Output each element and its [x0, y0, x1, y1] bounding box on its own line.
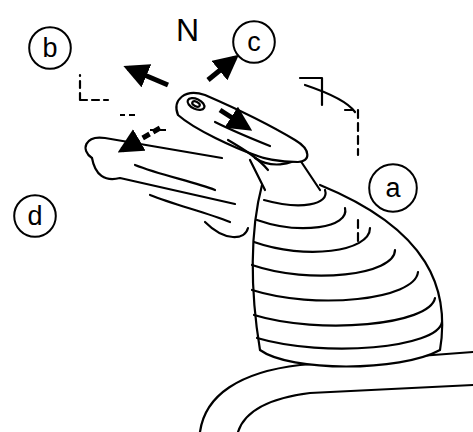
callout-circle: b: [28, 26, 72, 70]
finger: [205, 222, 248, 237]
direction-label: N: [176, 14, 199, 46]
grip-knob: [177, 93, 308, 162]
direction-arrow: [122, 128, 160, 150]
boot-fold: [257, 322, 442, 349]
direction-arrow: [128, 68, 168, 85]
finger: [92, 158, 235, 204]
boot-fold: [254, 298, 435, 326]
callout-letter: d: [27, 203, 42, 230]
boot-fold: [252, 250, 395, 276]
direction-arrow: [220, 110, 248, 128]
guide-bracket: [305, 85, 355, 112]
finger: [150, 195, 230, 222]
callout-circle: d: [13, 194, 57, 238]
finger: [86, 138, 222, 158]
callout-letter: c: [247, 29, 261, 56]
callout-circle: c: [232, 20, 276, 64]
finger: [135, 165, 215, 190]
boot-outline: [253, 185, 443, 367]
base-outline: [238, 385, 473, 432]
guide-bracket: [80, 75, 108, 100]
callout-letter: b: [42, 35, 57, 62]
boot-fold: [254, 228, 370, 252]
guide-bracket: [300, 78, 322, 105]
guide-bracket: [345, 110, 358, 245]
grip-button: [186, 96, 207, 113]
callout-circle: a: [368, 163, 418, 213]
boot-fold: [264, 190, 326, 205]
finger: [228, 140, 268, 170]
grip-button: [191, 100, 200, 108]
boot-fold: [257, 208, 345, 228]
callout-letter: a: [385, 175, 400, 202]
guide-dash: [120, 115, 170, 130]
boot-fold: [252, 272, 418, 300]
direction-arrow: [208, 58, 235, 80]
